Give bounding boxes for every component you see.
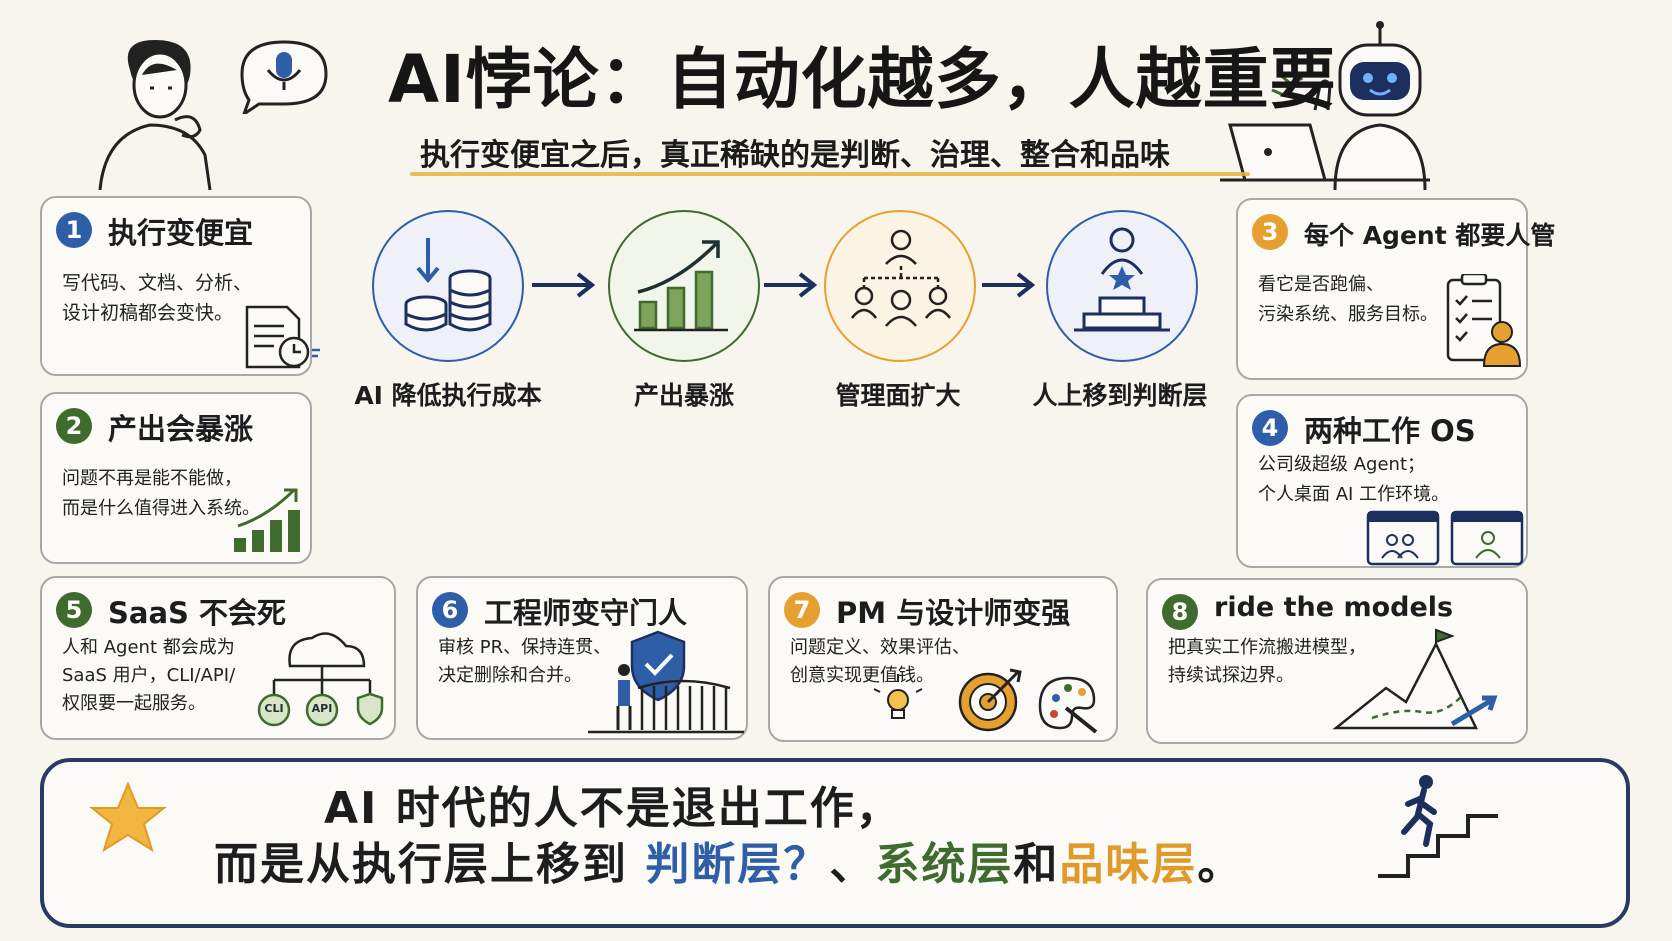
flow-label: 人上移到判断层 (1032, 381, 1208, 410)
shield-gate-icon (588, 630, 744, 734)
card-title: 执行变便宜 (108, 216, 254, 250)
target-palette-icon (873, 668, 1098, 734)
conclusion-line-2: 而是从执行层上移到 判断层？、系统层和品味层。 (214, 839, 1244, 890)
card-description: 看它是否跑偏、污染系统、服务目标。 (1258, 274, 1438, 325)
step-number-badge: 5 (56, 592, 92, 628)
step-number-badge: 2 (56, 408, 92, 444)
card-title: 产出会暴涨 (108, 412, 254, 446)
org-chart-icon (851, 229, 951, 327)
card-description: 写代码、文档、分析、设计初稿都会变快。 (62, 272, 253, 324)
card-title: 工程师变守门人 (484, 596, 688, 630)
step-number-badge: 4 (1252, 410, 1288, 446)
conclusion-banner: AI 时代的人不是退出工作， 而是从执行层上移到 判断层？、系统层和品味层。 (40, 758, 1630, 928)
two-windows-icon (1366, 510, 1524, 566)
api-badge: API (311, 702, 333, 715)
card-ride-the-models: 8 ride the models 把真实工作流搬进模型，持续试探边界。 (1146, 578, 1528, 744)
step-number-badge: 7 (784, 592, 820, 628)
bar-growth-icon (234, 488, 300, 552)
page-title: AI悖论：自动化越多，人越重要 (388, 41, 1337, 118)
card-agents-need-humans: 3 每个 Agent 都要人管 看它是否跑偏、污染系统、服务目标。 (1236, 198, 1555, 380)
step-number-badge: 8 (1162, 594, 1198, 630)
card-description: 公司级超级 Agent；个人桌面 AI 工作环境。 (1258, 454, 1450, 505)
card-title: ride the models (1214, 592, 1454, 623)
card-title: 两种工作 OS (1304, 414, 1476, 448)
judgment-layer-text: 判断层？ (645, 839, 830, 890)
card-description: 把真实工作流搬进模型，持续试探边界。 (1168, 637, 1366, 686)
step-number-badge: 3 (1252, 214, 1288, 250)
cli-badge: CLI (264, 702, 284, 715)
flow-label: 管理面扩大 (835, 381, 961, 410)
flow-step-output (608, 210, 760, 362)
cloud-icon (257, 632, 384, 727)
flow-label: 产出暴涨 (633, 381, 734, 410)
flow-label: AI 降低执行成本 (354, 381, 542, 410)
robot-laptop-icon (1220, 21, 1430, 190)
page-subtitle: 执行变便宜之后，真正稀缺的是判断、治理、整合和品味 (420, 138, 1170, 173)
flow-step-management (824, 210, 976, 362)
mountain-flag-icon (1332, 628, 1498, 730)
step-number-badge: 6 (432, 592, 468, 628)
card-cheap-execution: 1 执行变便宜 写代码、文档、分析、设计初稿都会变快。 (40, 196, 320, 376)
step-number-badge: 1 (56, 212, 92, 248)
flow-step-cost (372, 210, 524, 362)
thinking-person-icon (98, 40, 212, 190)
climbing-stairs-icon (1378, 775, 1498, 878)
card-description: 问题不再是能不能做，而是什么值得进入系统。 (62, 468, 260, 519)
card-title: 每个 Agent 都要人管 (1304, 221, 1556, 250)
card-description: 审核 PR、保持连贯、决定删除和合并。 (438, 637, 612, 686)
system-layer-text: 系统层 (875, 839, 1014, 890)
document-clock-icon (245, 305, 320, 369)
clipboard-person-icon (1446, 274, 1522, 367)
right-arrow-icon (982, 272, 1036, 298)
microphone-bubble-icon (240, 40, 328, 114)
right-arrow-icon (532, 272, 596, 298)
star-icon (89, 781, 167, 853)
right-arrow-icon (764, 272, 818, 298)
card-output-surge: 2 产出会暴涨 问题不再是能不能做，而是什么值得进入系统。 (40, 392, 312, 564)
flow-step-judgment (1046, 210, 1198, 362)
growth-chart-icon (634, 240, 728, 332)
card-engineer-gatekeeper: 6 工程师变守门人 审核 PR、保持连贯、决定删除和合并。 (416, 576, 748, 740)
taste-layer-text: 品味层 (1059, 839, 1198, 890)
card-pm-designer-stronger: 7 PM 与设计师变强 问题定义、效果评估、创意实现更值钱。 (768, 576, 1118, 742)
coins-down-icon (404, 238, 492, 332)
podium-icon (1074, 227, 1170, 332)
card-title: PM 与设计师变强 (836, 596, 1071, 630)
card-two-work-os: 4 两种工作 OS 公司级超级 Agent；个人桌面 AI 工作环境。 (1236, 394, 1528, 568)
card-title: SaaS 不会死 (108, 596, 287, 630)
card-description: 问题定义、效果评估、创意实现更值钱。 (790, 637, 970, 686)
subtitle-underline (410, 172, 1250, 176)
conclusion-line-1: AI 时代的人不是退出工作， (324, 783, 902, 834)
